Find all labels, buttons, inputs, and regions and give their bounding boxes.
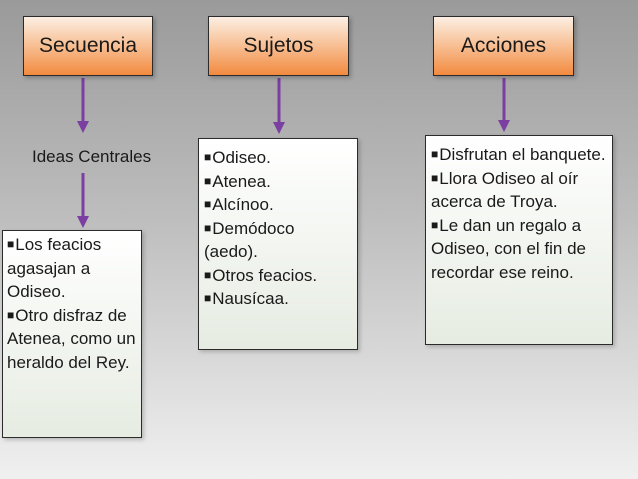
acciones-item: ■Le dan un regalo a Odiseo, con el fin d… bbox=[431, 215, 586, 282]
header-secuencia-label: Secuencia bbox=[38, 34, 138, 57]
header-acciones: Acciones bbox=[433, 16, 574, 76]
sujetos-item: ■Odiseo. bbox=[204, 148, 271, 167]
sujetos-box: ■Odiseo. ■Atenea. ■Alcínoo. ■Demódoco (a… bbox=[198, 138, 358, 350]
header-sujetos: Sujetos bbox=[208, 16, 349, 76]
acciones-item: ■Disfrutan el banquete. bbox=[431, 145, 606, 164]
header-acciones-label: Acciones bbox=[460, 34, 547, 57]
sujetos-item: ■Atenea. bbox=[204, 171, 271, 191]
header-secuencia: Secuencia bbox=[23, 16, 153, 76]
ideas-box: ■Los feacios agasajan a Odiseo. ■Otro di… bbox=[2, 230, 142, 438]
ideas-centrales-label: Ideas Centrales bbox=[32, 147, 152, 166]
header-sujetos-label: Sujetos bbox=[243, 34, 314, 57]
acciones-item: ■Llora Odiseo al oír acerca de Troya. bbox=[431, 168, 579, 212]
ideas-item: ■Los feacios agasajan a Odiseo. bbox=[7, 235, 102, 301]
sujetos-item: ■Demódoco (aedo). bbox=[204, 218, 295, 262]
sujetos-item: ■Nausícaa. bbox=[204, 289, 289, 308]
sujetos-item: ■Otros feacios. bbox=[204, 265, 318, 285]
ideas-item: ■Otro disfraz de Atenea, como un heraldo… bbox=[7, 305, 136, 372]
acciones-box: ■Disfrutan el banquete. ■Llora Odiseo al… bbox=[425, 135, 613, 345]
sujetos-item: ■Alcínoo. bbox=[204, 195, 274, 214]
